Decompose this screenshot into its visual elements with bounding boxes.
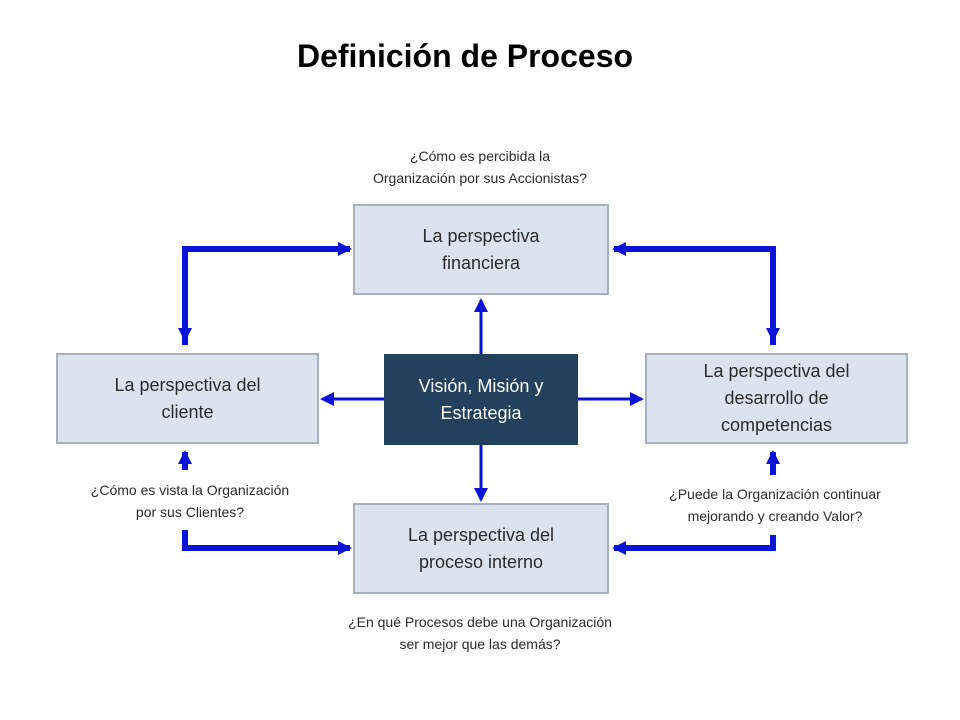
proceso-line1: La perspectiva del bbox=[407, 524, 555, 545]
center-line2: Estrategia bbox=[440, 402, 522, 423]
question-valor-line1: ¿Puede la Organización continuar bbox=[669, 486, 881, 502]
question-procesos-line1: ¿En qué Procesos debe una Organización bbox=[348, 614, 612, 630]
perspectiva-financiera-box: La perspectiva financiera bbox=[353, 204, 609, 295]
question-clientes-line1: ¿Cómo es vista la Organización bbox=[90, 482, 290, 498]
perspectiva-proceso-box: La perspectiva del proceso interno bbox=[353, 503, 609, 594]
question-valor: ¿Puede la Organización continuar mejoran… bbox=[640, 484, 910, 527]
question-valor-line2: mejorando y creando Valor? bbox=[687, 507, 863, 524]
question-procesos: ¿En qué Procesos debe una Organización s… bbox=[310, 612, 650, 655]
cliente-line2: cliente bbox=[161, 401, 214, 422]
proceso-line2: proceso interno bbox=[418, 551, 544, 572]
arrow-cliente-proceso-loop bbox=[182, 530, 352, 555]
vision-mision-estrategia-box: Visión, Misión y Estrategia bbox=[384, 354, 578, 445]
desarrollo-line3: competencias bbox=[720, 415, 833, 435]
question-clientes-line2: por sus Clientes? bbox=[135, 503, 245, 520]
desarrollo-line2: desarrollo de bbox=[724, 388, 829, 408]
arrow-financiera-desarrollo-loop bbox=[612, 242, 776, 345]
arrow-financiera-cliente-loop bbox=[182, 242, 352, 345]
perspectiva-desarrollo-box: La perspectiva del desarrollo de compete… bbox=[645, 353, 908, 444]
question-procesos-line2: ser mejor que las demás? bbox=[399, 635, 561, 652]
cliente-line1: La perspectiva del bbox=[114, 374, 261, 395]
question-accionistas-line1: ¿Cómo es percibida la bbox=[409, 148, 551, 164]
desarrollo-line1: La perspectiva del bbox=[703, 361, 850, 381]
center-line1: Visión, Misión y bbox=[418, 375, 544, 396]
perspectiva-cliente-box: La perspectiva del cliente bbox=[56, 353, 319, 444]
question-accionistas-line2: Organización por sus Accionistas? bbox=[373, 169, 587, 186]
arrow-desarrollo-proceso-loop bbox=[612, 535, 776, 555]
financiera-line2: financiera bbox=[441, 252, 521, 273]
financiera-line1: La perspectiva bbox=[422, 225, 540, 246]
question-clientes: ¿Cómo es vista la Organización por sus C… bbox=[50, 480, 330, 523]
page-title: Definición de Proceso bbox=[296, 38, 634, 74]
question-accionistas: ¿Cómo es percibida la Organización por s… bbox=[330, 146, 630, 189]
